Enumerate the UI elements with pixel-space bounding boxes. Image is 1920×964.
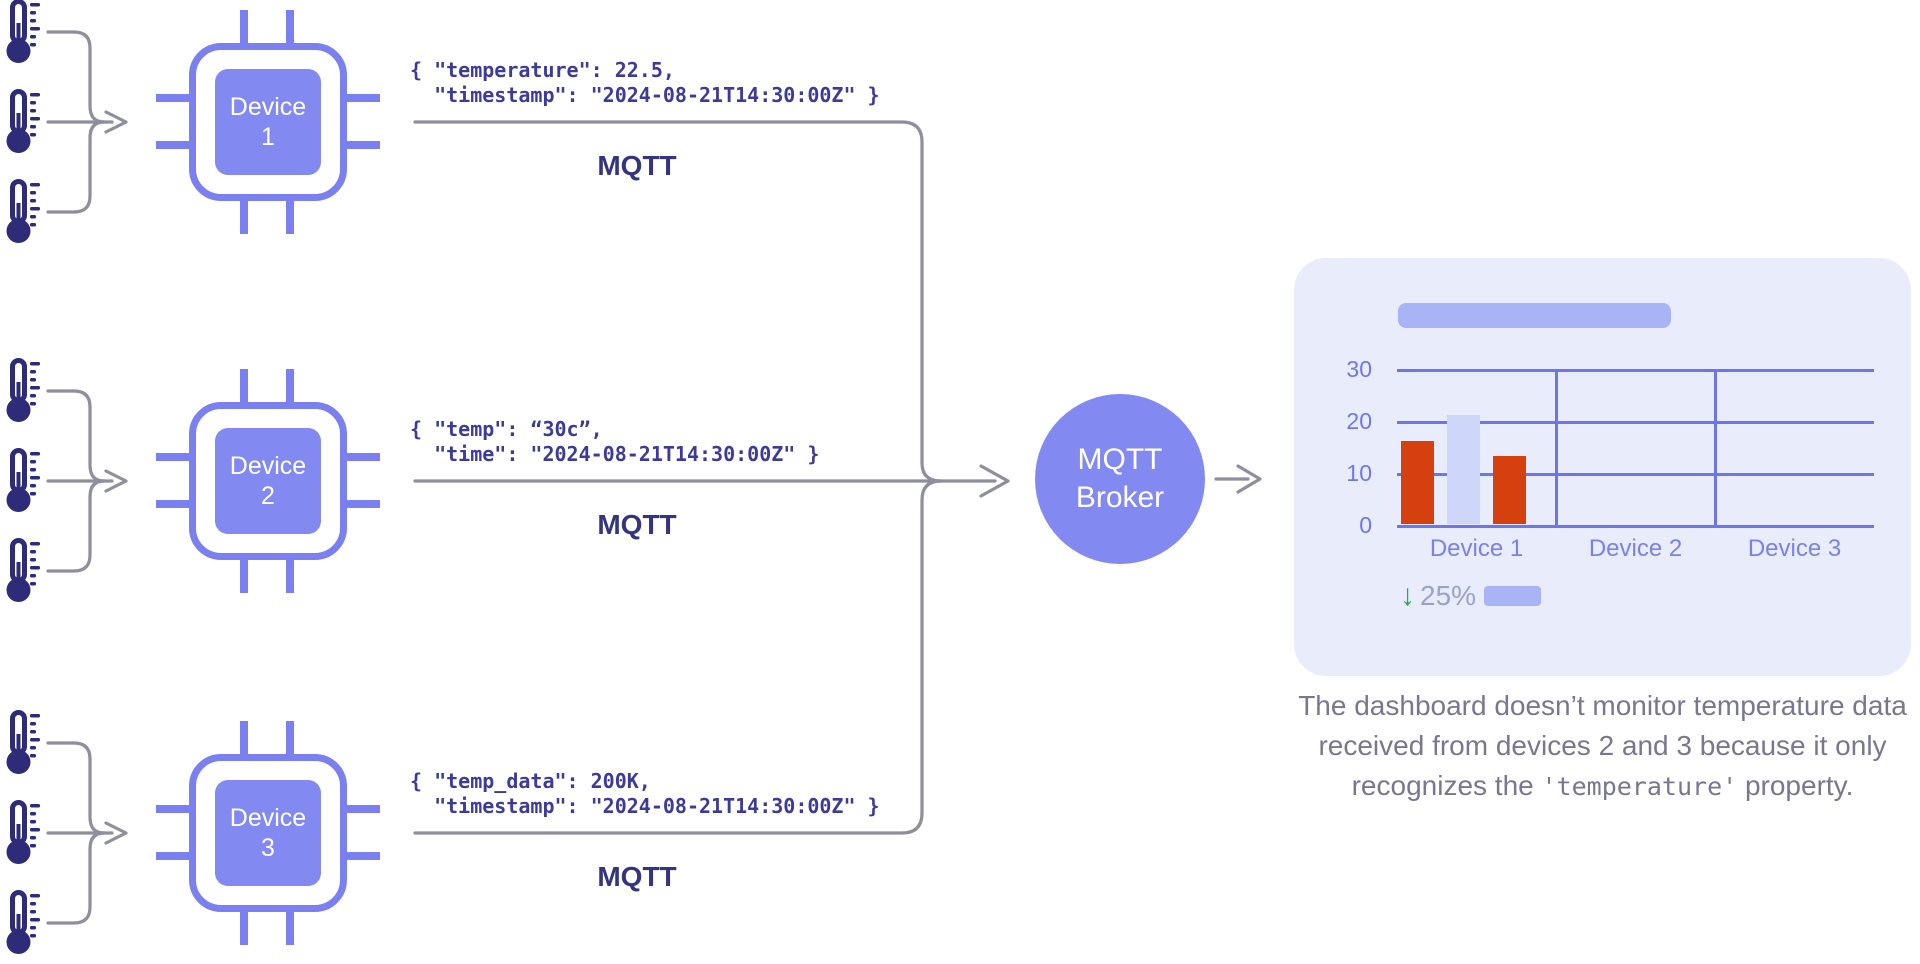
- broker-label-line1: MQTT: [1077, 443, 1163, 476]
- device-1-protocol-label: MQTT: [597, 150, 677, 181]
- device-1-chip: Device 1: [189, 43, 347, 201]
- thermometer-icon: [7, 182, 41, 244]
- device-name: Device: [229, 452, 307, 480]
- caption-text: The dashboard doesn’t monitor temperatur…: [1294, 686, 1911, 807]
- caption-after: property.: [1737, 770, 1854, 801]
- row3-wires: [46, 479, 943, 945]
- thermometer-icon: [7, 893, 41, 955]
- thermometer-icon: [7, 451, 41, 513]
- chart-plot: [1397, 368, 1874, 528]
- thermometer-icon: [7, 713, 41, 775]
- trend-down-icon: ↓: [1400, 579, 1415, 612]
- mqtt-broker-node: MQTT Broker: [1035, 394, 1205, 564]
- device-name: Device: [229, 804, 307, 832]
- caption-before: The dashboard doesn’t monitor temperatur…: [1298, 690, 1907, 801]
- device-2-protocol-label: MQTT: [597, 509, 677, 540]
- thermometer-icon: [7, 803, 41, 865]
- thermometer-icon: [7, 361, 41, 423]
- ytick-label: 30: [1346, 356, 1372, 382]
- gridline-y-20: [1397, 420, 1874, 424]
- trend-percent: 25%: [1420, 580, 1477, 611]
- gridline-y-0: [1397, 524, 1874, 528]
- payload-line: { "temp_data": 200K,: [410, 769, 651, 793]
- device-1-chip-body: Device 1: [215, 69, 321, 175]
- thermometer-icon: [7, 92, 41, 154]
- device-number: 2: [261, 482, 275, 510]
- trend-text-placeholder: [1484, 586, 1542, 606]
- ytick-label: 20: [1346, 408, 1372, 434]
- gridline-x: [1554, 370, 1558, 526]
- gridline-y-10: [1397, 472, 1874, 476]
- trend-stat: ↓ 25%: [1400, 579, 1542, 612]
- ytick-label: 0: [1359, 512, 1372, 538]
- gridline-y-30: [1397, 368, 1874, 372]
- broker-label-line2: Broker: [1075, 481, 1165, 514]
- device-number: 3: [261, 834, 275, 862]
- xtick-label: Device 3: [1747, 535, 1842, 562]
- device-3-chip: Device 3: [189, 754, 347, 912]
- payload-line: "timestamp": "2024-08-21T14:30:00Z" }: [410, 794, 880, 818]
- device-2-chip: Device 2: [189, 402, 347, 560]
- thermometer-icon: [7, 541, 41, 603]
- caption-code: 'temperature': [1541, 772, 1738, 801]
- device-name: Device: [229, 93, 307, 121]
- xtick-label: Device 2: [1588, 535, 1683, 562]
- payload-line: { "temp": “30c”,: [410, 417, 603, 441]
- ytick-label: 10: [1346, 460, 1372, 486]
- dashboard-card: 0 10 20 30 Device 1 Device 2 Device 3 ↓ 25%: [1294, 258, 1911, 676]
- bar-device-1-21: [1447, 414, 1480, 524]
- payload-line: "timestamp": "2024-08-21T14:30:00Z" }: [410, 83, 880, 107]
- bar-device-1-16: [1401, 440, 1434, 524]
- device-2-payload: { "temp": “30c”, "time": "2024-08-21T14:…: [410, 417, 819, 467]
- payload-line: "time": "2024-08-21T14:30:00Z" }: [410, 442, 820, 466]
- chart-title-placeholder: [1398, 303, 1671, 328]
- device-2-chip-body: Device 2: [215, 428, 321, 534]
- device-3-payload: { "temp_data": 200K, "timestamp": "2024-…: [410, 769, 880, 819]
- bar-device-1-13: [1493, 456, 1526, 524]
- thermometer-icon: [7, 2, 41, 64]
- device-3-chip-body: Device 3: [215, 780, 321, 886]
- device-number: 1: [261, 123, 275, 151]
- device-3-protocol-label: MQTT: [597, 861, 677, 892]
- broker-out-arrow: [1214, 464, 1262, 494]
- payload-line: { "temperature": 22.5,: [410, 58, 675, 82]
- xtick-label: Device 1: [1429, 535, 1524, 562]
- device-1-payload: { "temperature": 22.5, "timestamp": "202…: [410, 58, 880, 108]
- gridline-x: [1713, 370, 1717, 526]
